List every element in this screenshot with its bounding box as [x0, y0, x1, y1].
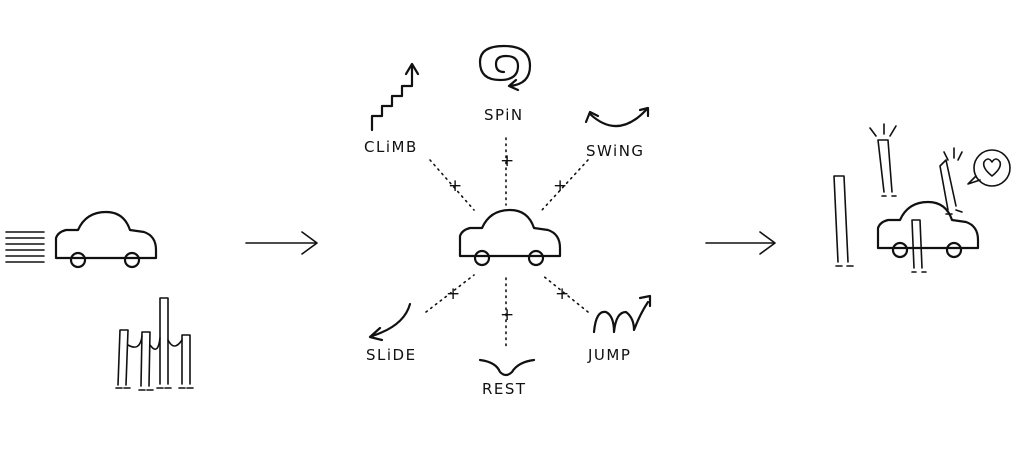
spiral-icon: [478, 44, 532, 92]
car-icon: [54, 210, 158, 269]
arrow-right-icon: [705, 231, 776, 255]
slide-arrow-icon: [368, 302, 412, 342]
swing-arc-icon: [584, 106, 650, 128]
action-label-climb: CLiMB: [364, 138, 418, 156]
stairs-icon: [370, 62, 420, 132]
action-label-jump: JUMP: [587, 346, 631, 364]
rest-dip-icon: [478, 358, 536, 377]
plus-slide: +: [446, 284, 460, 304]
connector-lines: [425, 137, 589, 351]
car-icon: [876, 200, 980, 259]
action-label-spin: SPiN: [484, 106, 524, 124]
plus-spin: +: [500, 151, 514, 171]
plus-rest: +: [500, 305, 514, 325]
action-label-rest: REST: [482, 380, 527, 398]
person-figure-icon: [115, 297, 194, 391]
plus-jump: +: [555, 284, 569, 304]
person-figure-icon: [833, 175, 854, 267]
action-label-slide: SLiDE: [366, 346, 417, 364]
arrow-right-icon: [245, 231, 318, 255]
car-icon: [458, 208, 562, 267]
person-figure-icon: [911, 219, 927, 273]
plus-signs: + + + + + +: [446, 151, 569, 325]
person-figure-icon: [869, 123, 897, 197]
action-label-swing: SWiNG: [586, 142, 645, 160]
plus-climb: +: [448, 176, 462, 196]
heart-speech-bubble-icon: [967, 149, 1011, 187]
person-figure-icon: [939, 147, 963, 215]
jump-loops-icon: [592, 294, 652, 334]
plus-swing: +: [553, 176, 567, 196]
speed-lines-icon: [5, 231, 45, 263]
